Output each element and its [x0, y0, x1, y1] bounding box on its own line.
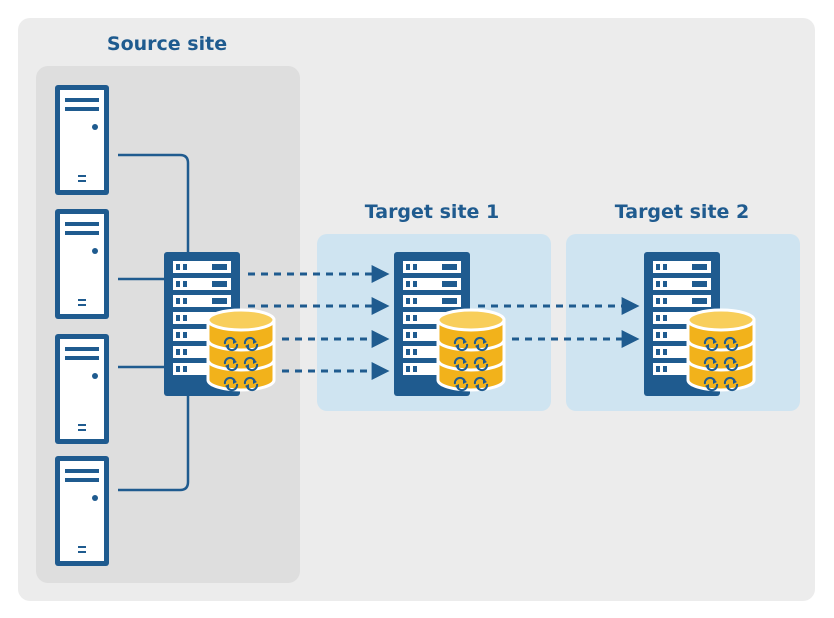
client-server-2-icon: [55, 209, 109, 319]
source-site-label: Source site: [107, 33, 227, 55]
target-1-storage-icon: [438, 310, 504, 390]
target-site-2-label: Target site 2: [615, 201, 750, 223]
source-storage-icon: [208, 310, 274, 390]
client-server-1-icon: [55, 85, 109, 195]
target-2-storage-icon: [688, 310, 754, 390]
target-site-1-label: Target site 1: [365, 201, 500, 223]
client-server-3-icon: [55, 334, 109, 444]
client-connectors: [118, 153, 190, 492]
client-server-4-icon: [55, 456, 109, 566]
